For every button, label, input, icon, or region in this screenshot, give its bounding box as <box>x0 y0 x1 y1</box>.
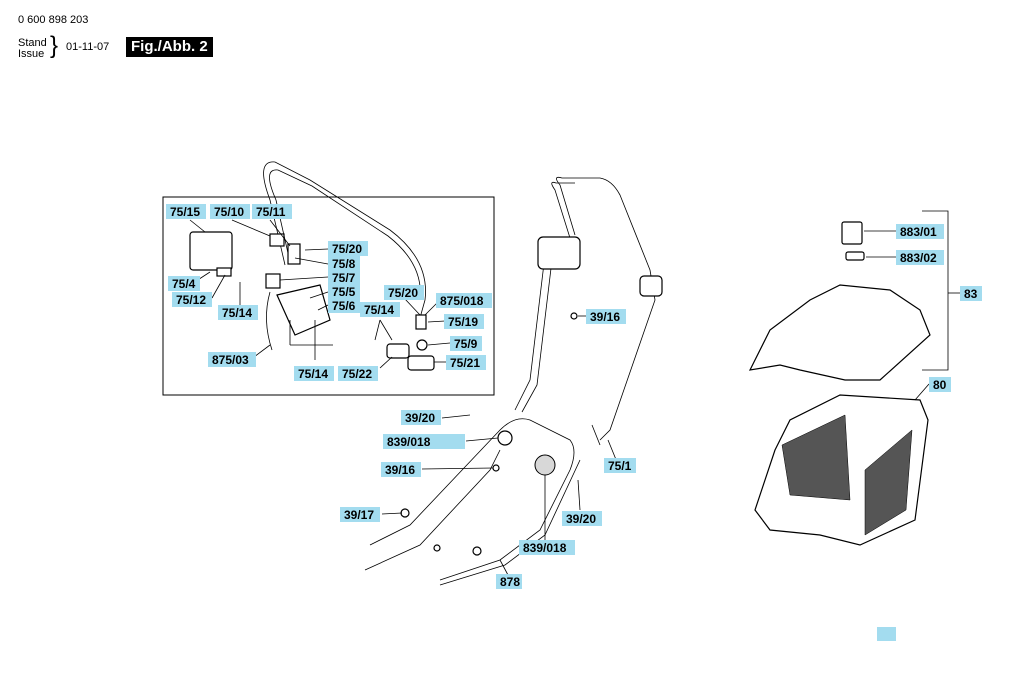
label-39-17: 39/17 <box>340 507 380 522</box>
svg-text:39/17: 39/17 <box>344 508 374 522</box>
label-878: 878 <box>496 574 522 589</box>
label-75-15: 75/15 <box>166 204 206 219</box>
svg-text:875/03: 875/03 <box>212 353 249 367</box>
svg-text:883/01: 883/01 <box>900 225 937 239</box>
issue-label: Issue <box>18 48 45 60</box>
svg-text:75/1: 75/1 <box>608 459 632 473</box>
svg-text:839/018: 839/018 <box>387 435 431 449</box>
upper-handle <box>514 176 663 446</box>
label-75-9: 75/9 <box>450 336 482 351</box>
indicator-cover <box>841 221 863 245</box>
doc-number: 0 600 898 203 <box>18 14 89 26</box>
label-75-1: 75/1 <box>604 458 636 473</box>
label-80: 80 <box>929 377 951 392</box>
svg-text:75/12: 75/12 <box>176 293 206 307</box>
svg-text:75/20: 75/20 <box>332 242 362 256</box>
svg-text:75/7: 75/7 <box>332 271 356 285</box>
svg-text:75/8: 75/8 <box>332 257 356 271</box>
label-75-5: 75/5 <box>328 284 360 299</box>
label-75-12: 75/12 <box>172 292 212 307</box>
svg-text:75/21: 75/21 <box>450 356 480 370</box>
label-75-14-b: 75/14 <box>294 366 334 381</box>
stand-label: Stand <box>18 37 47 49</box>
label-75-10: 75/10 <box>210 204 250 219</box>
inset-parts <box>189 231 435 371</box>
handle-clamp <box>639 275 663 297</box>
label-75-14-c: 75/14 <box>360 302 400 317</box>
svg-text:83: 83 <box>964 287 978 301</box>
svg-text:75/6: 75/6 <box>332 299 356 313</box>
corner-marker <box>877 627 896 641</box>
knob-right <box>534 454 556 476</box>
svg-text:75/20: 75/20 <box>388 286 418 300</box>
label-75-14-a: 75/14 <box>218 305 258 320</box>
svg-text:883/02: 883/02 <box>900 251 937 265</box>
label-75-7: 75/7 <box>328 270 360 285</box>
label-39-20-a: 39/20 <box>401 410 441 425</box>
indicator-flap <box>845 251 865 261</box>
svg-text:75/19: 75/19 <box>448 315 478 329</box>
knob-left <box>497 430 513 446</box>
svg-text:75/15: 75/15 <box>170 205 200 219</box>
label-883-02: 883/02 <box>896 250 944 265</box>
grass-box <box>748 210 960 546</box>
label-83: 83 <box>960 286 982 301</box>
svg-text:75/22: 75/22 <box>342 367 372 381</box>
label-883-01: 883/01 <box>896 224 944 239</box>
figure-label: Fig./Abb. 2 <box>126 37 213 57</box>
svg-text:75/14: 75/14 <box>298 367 328 381</box>
svg-text:75/14: 75/14 <box>222 306 252 320</box>
issue-date: 01-11-07 <box>66 41 110 53</box>
svg-text:39/20: 39/20 <box>566 512 596 526</box>
handle-console <box>537 236 581 270</box>
label-75-20-b: 75/20 <box>384 285 424 300</box>
label-75-11: 75/11 <box>252 204 292 219</box>
svg-text:75/5: 75/5 <box>332 285 356 299</box>
svg-text:39/16: 39/16 <box>590 310 620 324</box>
label-39-16-b: 39/16 <box>381 462 421 477</box>
svg-text:39/20: 39/20 <box>405 411 435 425</box>
label-75-22: 75/22 <box>338 366 378 381</box>
label-75-6: 75/6 <box>328 298 360 313</box>
label-75-21: 75/21 <box>446 355 486 370</box>
svg-text:75/14: 75/14 <box>364 303 394 317</box>
svg-text:80: 80 <box>933 378 947 392</box>
label-839-018-b: 839/018 <box>519 540 575 555</box>
label-875-03: 875/03 <box>208 352 256 367</box>
label-875-018: 875/018 <box>436 293 492 308</box>
label-75-19: 75/19 <box>444 314 484 329</box>
label-839-018-a: 839/018 <box>383 434 465 449</box>
svg-text:839/018: 839/018 <box>523 541 567 555</box>
svg-text:75/10: 75/10 <box>214 205 244 219</box>
brace-icon: } <box>50 32 59 59</box>
svg-text:878: 878 <box>500 575 520 589</box>
cable-loop <box>263 161 426 326</box>
svg-text:75/11: 75/11 <box>256 205 286 219</box>
label-39-20-b: 39/20 <box>562 511 602 526</box>
label-75-8: 75/8 <box>328 256 360 271</box>
svg-text:39/16: 39/16 <box>385 463 415 477</box>
label-75-4: 75/4 <box>168 276 200 291</box>
svg-text:75/4: 75/4 <box>172 277 196 291</box>
svg-text:875/018: 875/018 <box>440 294 484 308</box>
label-75-20-a: 75/20 <box>328 241 368 256</box>
svg-text:75/9: 75/9 <box>454 337 478 351</box>
label-39-16-a: 39/16 <box>586 309 626 324</box>
